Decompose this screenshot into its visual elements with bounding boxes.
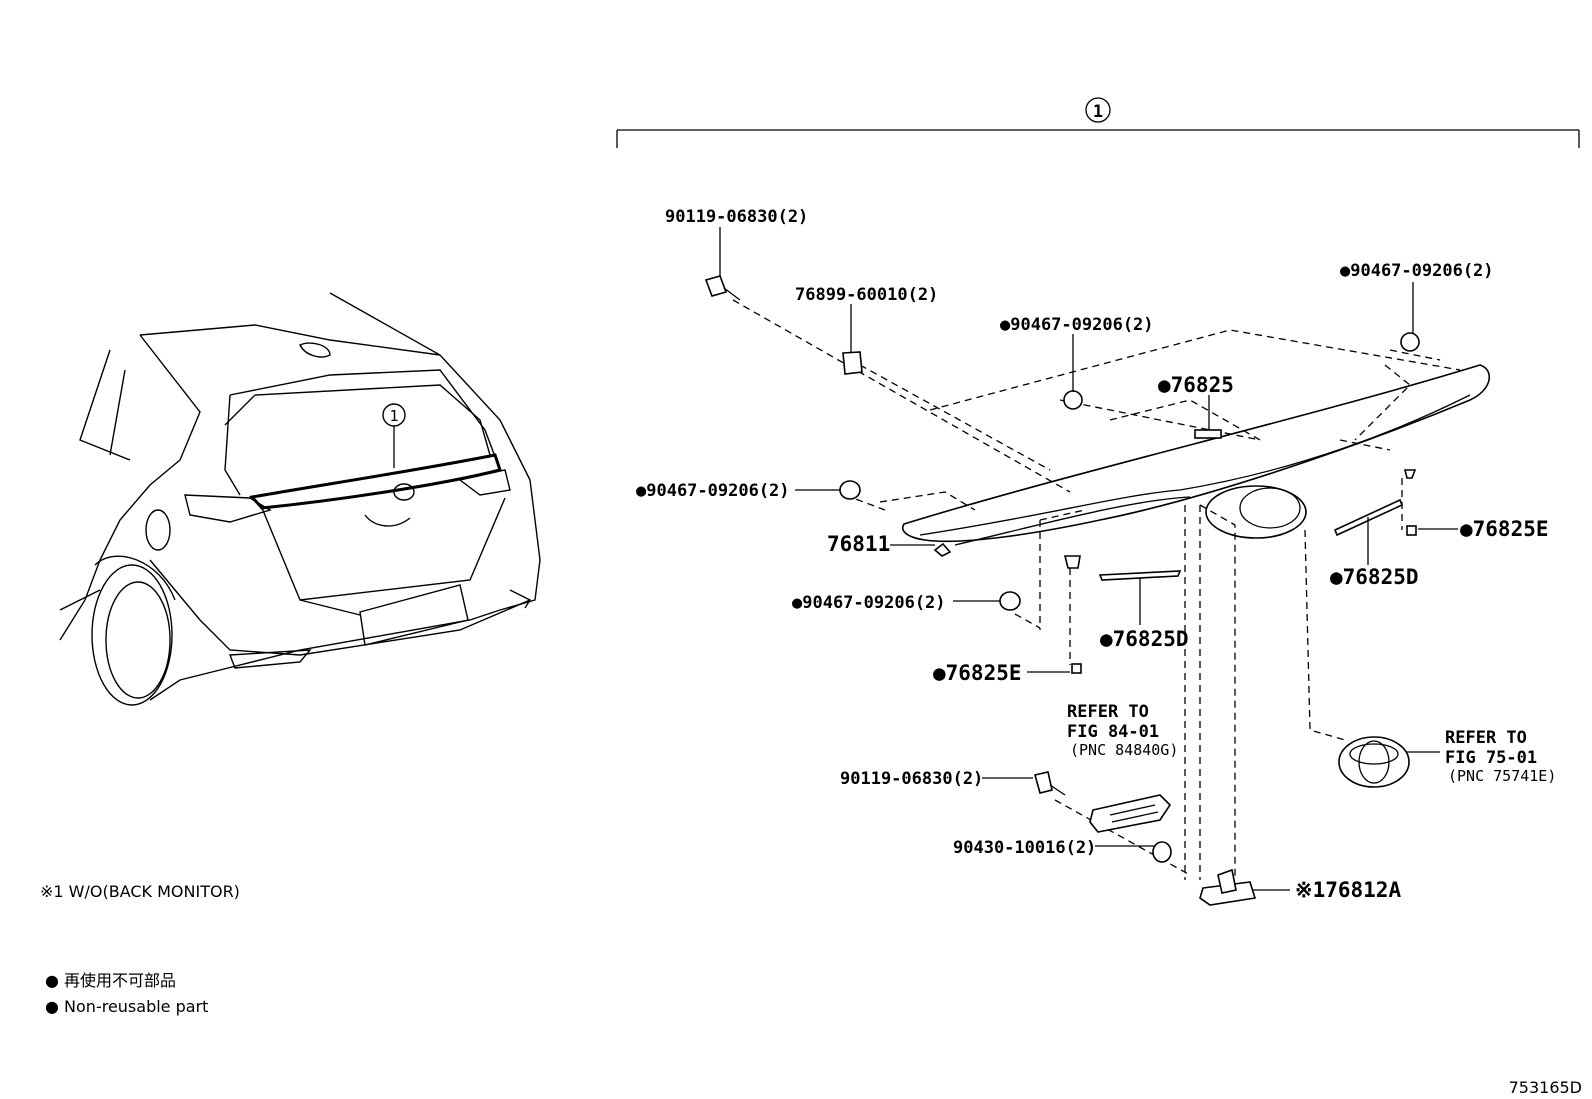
- label-nut-lower: ●90467-09206(2): [792, 593, 946, 613]
- assembly-bracket: 1: [616, 97, 1580, 148]
- label-bracket-76812A: ※176812A: [1295, 878, 1401, 902]
- label-76825: ●76825: [1158, 373, 1234, 397]
- car-illustration: 1: [59, 292, 541, 706]
- dashed-leaders: [732, 299, 1461, 880]
- refer-75-line1: REFER TO: [1445, 728, 1527, 748]
- drawing-id: 753165D: [1509, 1078, 1582, 1097]
- note-nonreusable-jp: ● 再使用不可部品: [45, 971, 176, 990]
- label-nut-left: ●90467-09206(2): [636, 481, 790, 501]
- label-garnish-76811: 76811: [827, 532, 890, 556]
- note-nonreusable-en: ● Non-reusable part: [45, 997, 208, 1016]
- notes: ※1 W/O(BACK MONITOR) ● 再使用不可部品 ● Non-reu…: [40, 882, 1582, 1097]
- label-76825D-right: ●76825D: [1330, 565, 1419, 589]
- label-76825E-left: ●76825E: [933, 661, 1022, 685]
- refer-84-line2: FIG 84-01: [1067, 722, 1159, 742]
- refer-84-line3: (PNC 84840G): [1070, 741, 1178, 759]
- label-bolt-lower: 90119-06830(2): [840, 769, 983, 789]
- label-nut-right: ●90467-09206(2): [1340, 261, 1494, 281]
- garnish-76811: [901, 364, 1491, 569]
- label-76825D-center: ●76825D: [1100, 627, 1189, 651]
- label-clip-76899: 76899-60010(2): [795, 285, 938, 305]
- refer-75-line3: (PNC 75741E): [1448, 767, 1556, 785]
- assembly-marker: 1: [1093, 102, 1103, 122]
- part-labels: 90119-06830(2) 76899-60010(2) ●90467-092…: [636, 207, 1556, 902]
- label-76825E-right: ●76825E: [1460, 517, 1549, 541]
- car-callout-marker: 1: [389, 407, 398, 425]
- refer-75-line2: FIG 75-01: [1445, 748, 1537, 768]
- solid-leaders: [719, 227, 1458, 891]
- label-bolt-top: 90119-06830(2): [665, 207, 808, 227]
- refer-84-line1: REFER TO: [1067, 702, 1149, 722]
- small-parts: [704, 275, 1420, 906]
- label-nut-center: ●90467-09206(2): [1000, 315, 1154, 335]
- label-washer: 90430-10016(2): [953, 838, 1096, 858]
- footnote-back-monitor: ※1 W/O(BACK MONITOR): [40, 882, 240, 901]
